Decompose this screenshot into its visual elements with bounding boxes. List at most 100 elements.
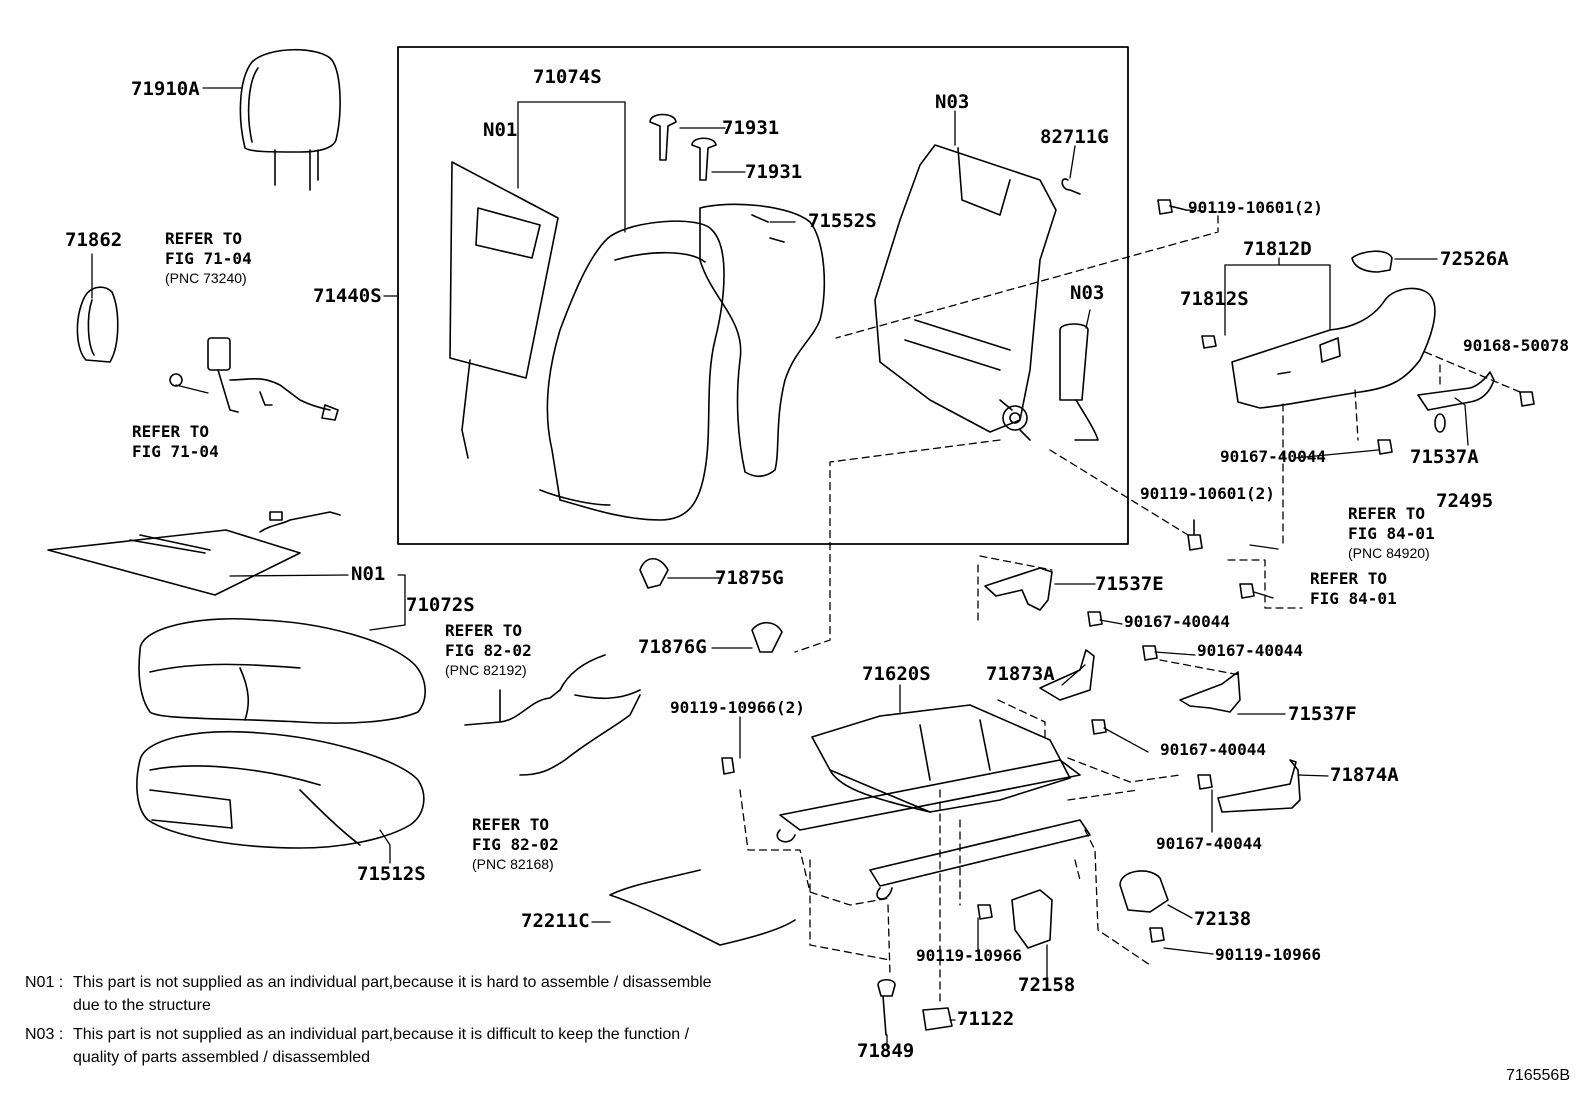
label-71875g: 71875G: [715, 567, 784, 589]
refer-fig-71-04-lower: REFER TO FIG 71-04: [132, 422, 219, 462]
footnote-text-line2: due to the structure: [73, 997, 211, 1014]
label-90119-10601-upper: 90119-10601(2): [1188, 198, 1323, 217]
refer-fig-84-01-upper: REFER TO FIG 84-01 (PNC 84920): [1348, 504, 1435, 562]
label-71537e: 71537E: [1095, 573, 1164, 595]
bolt-shapes: [721, 199, 1535, 943]
figure-id: 716556B: [1505, 1067, 1570, 1084]
label-71931-upper: 71931: [722, 117, 780, 139]
back-pad-shape: [699, 203, 826, 478]
label-90167-40044-a: 90167-40044: [1220, 447, 1326, 466]
label-90167-40044-e: 90167-40044: [1156, 834, 1262, 853]
label-90119-10966-right: 90119-10966: [1215, 945, 1321, 964]
refer-fig-71-04-upper: REFER TO FIG 71-04 (PNC 73240): [165, 229, 252, 287]
refer-pnc: (PNC 84920): [1348, 545, 1430, 561]
refer-line1: REFER TO: [1348, 504, 1426, 523]
label-72158: 72158: [1018, 974, 1076, 996]
refer-line2: FIG 82-02: [445, 641, 532, 660]
side-shield-shape: [1231, 287, 1436, 409]
wire-72211c-shape: [609, 869, 796, 946]
label-71812d: 71812D: [1243, 238, 1312, 260]
seat-track-shape: [776, 704, 1091, 900]
label-71873a: 71873A: [986, 663, 1055, 685]
footnote-n01: N01 : This part is not supplied as an ind…: [25, 971, 712, 1017]
refer-line2: FIG 82-02: [472, 835, 559, 854]
label-82711g: 82711G: [1040, 126, 1109, 148]
label-n01-back-board: N01: [483, 119, 518, 141]
refer-line2: FIG 84-01: [1348, 524, 1435, 543]
bracket-71874a-shape: [1217, 759, 1301, 813]
cover-72158-shape: [1011, 889, 1053, 949]
label-71931-lower: 71931: [745, 161, 803, 183]
label-n01-mat: N01: [351, 563, 386, 585]
label-71910a: 71910A: [131, 78, 200, 100]
label-71512s: 71512S: [357, 863, 426, 885]
connector-71122-shape: [922, 1007, 953, 1031]
knob-shape: [1351, 250, 1393, 273]
refer-line1: REFER TO: [445, 621, 523, 640]
clip-shape: [1061, 178, 1081, 195]
footnote-text-line1: This part is not supplied as an individu…: [73, 974, 712, 991]
label-71537a: 71537A: [1410, 446, 1479, 468]
label-71074s: 71074S: [533, 66, 602, 88]
label-90167-40044-c: 90167-40044: [1197, 641, 1303, 660]
bracket-e-shape: [984, 567, 1053, 611]
wire-harness-shape: [464, 654, 641, 776]
refer-fig-84-01-lower: REFER TO FIG 84-01: [1310, 569, 1397, 609]
label-71122: 71122: [957, 1008, 1015, 1030]
label-71620s: 71620S: [862, 663, 931, 685]
refer-fig-82-02-upper: REFER TO FIG 82-02 (PNC 82192): [445, 621, 532, 679]
label-71874a: 71874A: [1330, 764, 1399, 786]
plug-71849-shape: [877, 978, 896, 1036]
label-90119-10966-bottom: 90119-10966: [916, 946, 1022, 965]
label-71440s: 71440S: [313, 285, 382, 307]
label-n03-frame: N03: [935, 91, 970, 113]
hook-71876g-shape: [751, 621, 783, 653]
label-71876g: 71876G: [638, 636, 707, 658]
label-90119-10601-lower: 90119-10601(2): [1140, 484, 1275, 503]
label-90167-40044-d: 90167-40044: [1160, 740, 1266, 759]
sensor-mat-shape: [47, 511, 341, 596]
label-71862: 71862: [65, 229, 123, 251]
cushion-pad-shape: [136, 730, 425, 849]
leader-lines: [91, 87, 1469, 1048]
bracket-f-shape: [1179, 671, 1241, 713]
side-airbag-shape: [1059, 323, 1099, 441]
footnote-code: N03 :: [25, 1026, 64, 1043]
label-90167-40044-b: 90167-40044: [1124, 612, 1230, 631]
label-90119-10966-2: 90119-10966(2): [670, 698, 805, 717]
label-72526a: 72526A: [1440, 248, 1509, 270]
cushion-cover-shape: [138, 617, 426, 724]
label-71537f: 71537F: [1288, 703, 1357, 725]
pin-shapes: [649, 113, 717, 181]
label-71072s: 71072S: [406, 594, 475, 616]
label-90168-50078: 90168-50078: [1463, 336, 1569, 355]
refer-line1: REFER TO: [132, 422, 210, 441]
lever-handle-shape: [1417, 371, 1495, 433]
footnote-text-line2: quality of parts assembled / disassemble…: [73, 1049, 371, 1066]
refer-pnc: (PNC 82168): [472, 856, 554, 872]
refer-line2: FIG 71-04: [165, 249, 252, 268]
refer-line2: FIG 71-04: [132, 442, 219, 461]
label-n03-airbag: N03: [1070, 282, 1105, 304]
cover-72138-shape: [1119, 870, 1169, 913]
refer-line1: REFER TO: [165, 229, 243, 248]
cover-ring-shape: [76, 286, 119, 363]
label-71849: 71849: [857, 1040, 915, 1062]
refer-line2: FIG 84-01: [1310, 589, 1397, 608]
seat-belt-buckle-shape: [169, 337, 339, 421]
label-72495: 72495: [1436, 490, 1494, 512]
dashed-assembly-lines: [739, 209, 1521, 1006]
refer-pnc: (PNC 73240): [165, 270, 247, 286]
back-cover-shape: [539, 220, 725, 521]
footnote-n03: N03 : This part is not supplied as an ind…: [25, 1023, 689, 1069]
refer-line1: REFER TO: [472, 815, 550, 834]
label-71812s: 71812S: [1180, 288, 1249, 310]
hook-71875g-shape: [639, 557, 669, 589]
footnote-code: N01 :: [25, 974, 64, 991]
back-board-shape: [449, 161, 559, 459]
refer-line1: REFER TO: [1310, 569, 1388, 588]
refer-fig-82-02-lower: REFER TO FIG 82-02 (PNC 82168): [472, 815, 559, 873]
footnote-text-line1: This part is not supplied as an individu…: [73, 1026, 690, 1043]
back-frame-shape: [874, 144, 1057, 441]
